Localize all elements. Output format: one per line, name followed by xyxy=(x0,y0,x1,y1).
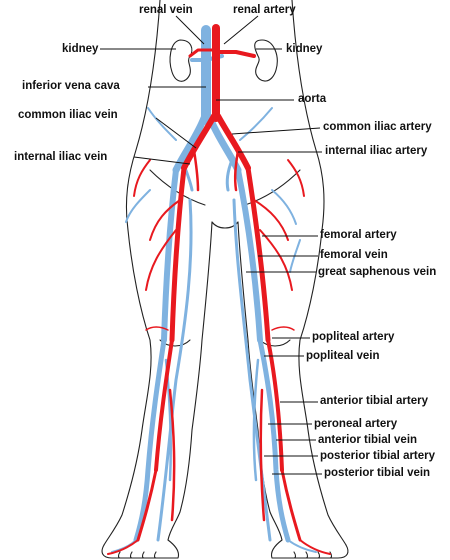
label-posterior-tibial-vein: posterior tibial vein xyxy=(324,467,431,479)
kidneys xyxy=(169,39,278,82)
label-renal-vein: renal vein xyxy=(139,4,193,16)
label-renal-artery: renal artery xyxy=(233,4,296,16)
label-common-iliac-vein: common iliac vein xyxy=(18,109,118,121)
label-peroneal-artery: peroneal artery xyxy=(314,418,398,430)
label-femoral-artery: femoral artery xyxy=(320,229,397,241)
leader-lines xyxy=(100,15,322,475)
label-great-saphenous-vein: great saphenous vein xyxy=(318,266,437,278)
label-internal-iliac-vein: internal iliac vein xyxy=(14,151,108,163)
label-popliteal-artery: popliteal artery xyxy=(312,331,395,343)
body-outline xyxy=(101,0,349,559)
label-inferior-vena-cava: inferior vena cava xyxy=(22,80,120,92)
label-posterior-tibial-artery: posterior tibial artery xyxy=(320,450,436,462)
kidney-left-shape xyxy=(169,39,193,82)
kidney-right-shape xyxy=(254,39,278,82)
label-kidney-right: kidney xyxy=(286,43,323,55)
label-aorta: aorta xyxy=(298,93,327,105)
label-anterior-tibial-vein: anterior tibial vein xyxy=(318,434,418,446)
label-anterior-tibial-artery: anterior tibial artery xyxy=(320,395,429,407)
label-kidney-left: kidney xyxy=(62,43,99,55)
arteries xyxy=(107,24,331,555)
label-femoral-vein: femoral vein xyxy=(320,249,388,261)
label-internal-iliac-artery: internal iliac artery xyxy=(325,145,428,157)
label-popliteal-vein: popliteal vein xyxy=(306,350,380,362)
label-common-iliac-artery: common iliac artery xyxy=(323,121,432,133)
